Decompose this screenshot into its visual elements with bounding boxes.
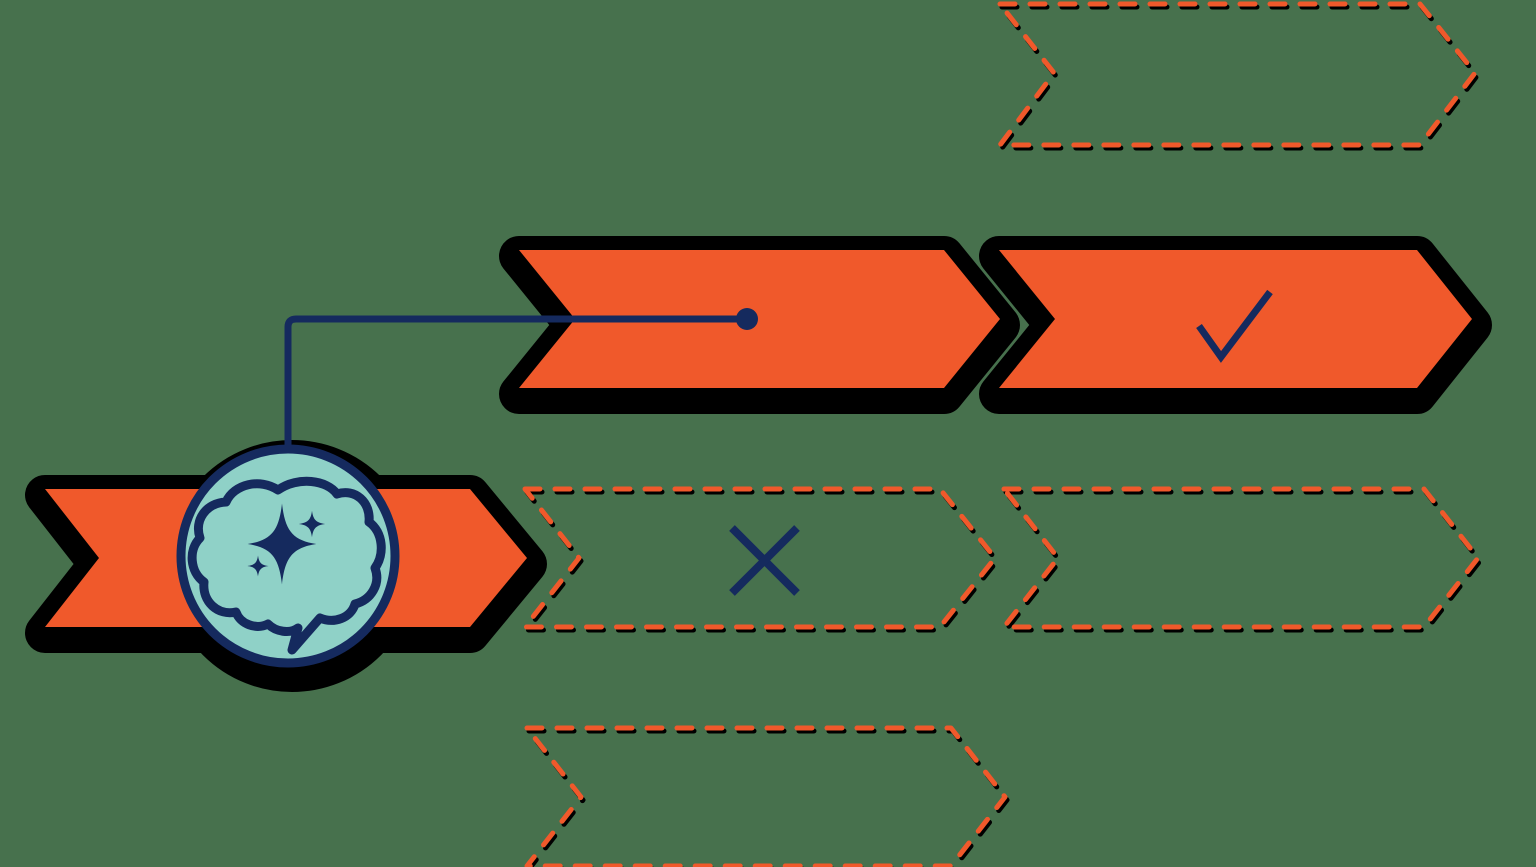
cross-icon — [729, 525, 800, 596]
brain-badge — [176, 444, 400, 668]
dashed-chevron-top — [997, 1, 1478, 148]
connector-line — [284, 315, 747, 470]
sparkle-large-icon — [247, 503, 317, 585]
dashed-chevron-middle-right — [1001, 486, 1481, 630]
dashed-chevron-middle-left — [522, 486, 998, 630]
step-chevron-solid-2 — [999, 250, 1472, 388]
step-chevron-solid-1 — [519, 250, 1000, 388]
dashed-chevron-bottom — [524, 725, 1008, 867]
brain-icon — [187, 476, 386, 655]
sparkle-small-icon-2 — [247, 555, 269, 577]
sparkle-small-icon-1 — [298, 510, 326, 538]
check-icon — [1196, 289, 1273, 363]
connector-dot — [736, 308, 758, 330]
